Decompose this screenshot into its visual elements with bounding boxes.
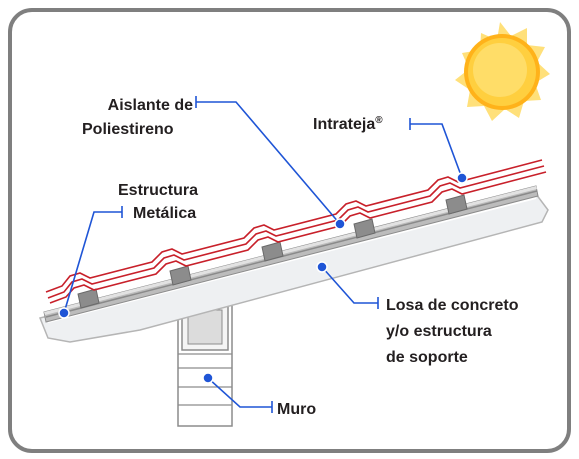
- diagram-frame: [8, 8, 571, 453]
- label-intrateja: Intrateja®: [313, 115, 383, 133]
- concrete-slab: [38, 193, 549, 343]
- registered-mark: ®: [375, 115, 383, 126]
- label-estructura-line2: Metálica: [133, 205, 196, 222]
- label-losa-line3: de soporte: [386, 349, 468, 366]
- label-muro: Muro: [277, 401, 316, 418]
- sun-icon: [455, 22, 550, 121]
- metal-battens: [77, 194, 468, 309]
- label-aislante-line1: Aislante de: [108, 97, 193, 114]
- tile-profile: [45, 159, 547, 304]
- label-losa-line2: y/o estructura: [386, 323, 492, 340]
- label-losa-line1: Losa de concreto: [386, 297, 519, 314]
- leader-dots: [58, 172, 468, 384]
- label-aislante-line2: Poliestireno: [82, 121, 174, 138]
- leader-lines: [63, 96, 463, 413]
- label-intrateja-text: Intrateja: [313, 116, 375, 133]
- label-estructura-line1: Estructura: [118, 182, 198, 199]
